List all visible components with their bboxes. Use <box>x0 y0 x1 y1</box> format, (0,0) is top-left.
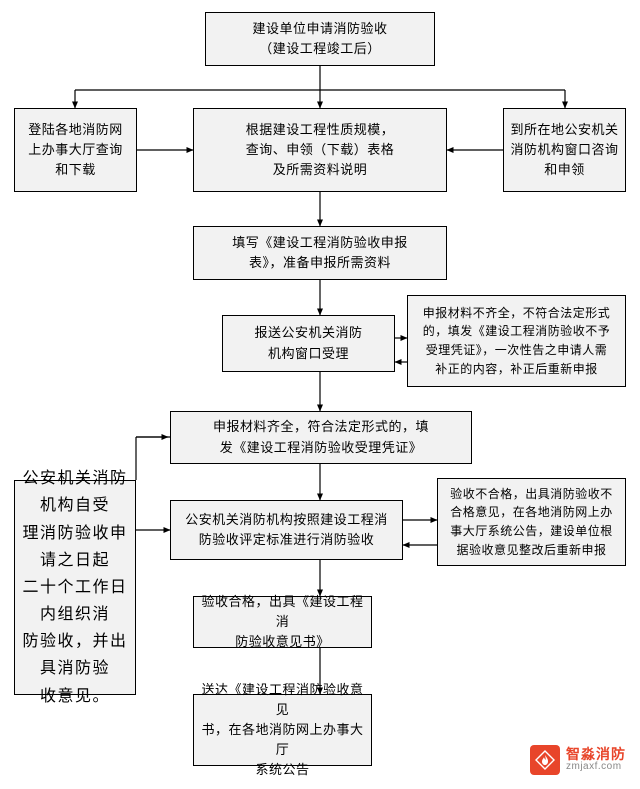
node-acceptance-failed: 验收不合格，出具消防验收不 合格意见，在各地消防网上办 事大厅系统公告，建设单位… <box>437 478 626 566</box>
node-window-consult: 到所在地公安机关 消防机构窗口咨询 和申领 <box>503 108 626 192</box>
node-materials-complete: 申报材料齐全，符合法定形式的，填 发《建设工程消防验收受理凭证》 <box>170 411 472 464</box>
node-20-working-days: 公安机关消防机构自受 理消防验收申请之日起 二十个工作日内组织消 防验收，并出具… <box>14 470 136 705</box>
watermark-brand: 智淼消防 <box>566 746 626 763</box>
node-online-hall-query: 登陆各地消防网 上办事大厅查询 和下载 <box>14 108 137 192</box>
watermark-text: 智淼消防 zmjaxf.com <box>566 747 626 772</box>
node-fill-application-form: 填写《建设工程消防验收申报 表》，准备申报所需资料 <box>193 226 447 280</box>
watermark-domain: zmjaxf.com <box>566 761 622 773</box>
node-acceptance-passed: 验收合格，出具《建设工程消 防验收意见书》 <box>193 594 372 649</box>
node-deliver-opinion: 送达《建设工程消防验收意见 书，在各地消防网上办事大厅 系统公告 <box>193 682 372 777</box>
node-submit-to-window: 报送公安机关消防 机构窗口受理 <box>222 315 395 372</box>
watermark: 智淼消防 zmjaxf.com <box>530 745 626 775</box>
node-query-download-forms: 根据建设工程性质规模， 查询、申领（下载）表格 及所需资料说明 <box>193 108 447 192</box>
node-apply-acceptance: 建设单位申请消防验收 （建设工程竣工后） <box>205 12 435 66</box>
brand-logo-icon <box>530 745 560 775</box>
node-materials-incomplete: 申报材料不齐全，不符合法定形式 的，填发《建设工程消防验收不予 受理凭证》，一次… <box>407 295 626 387</box>
node-conduct-acceptance: 公安机关消防机构按照建设工程消 防验收评定标准进行消防验收 <box>170 500 403 560</box>
